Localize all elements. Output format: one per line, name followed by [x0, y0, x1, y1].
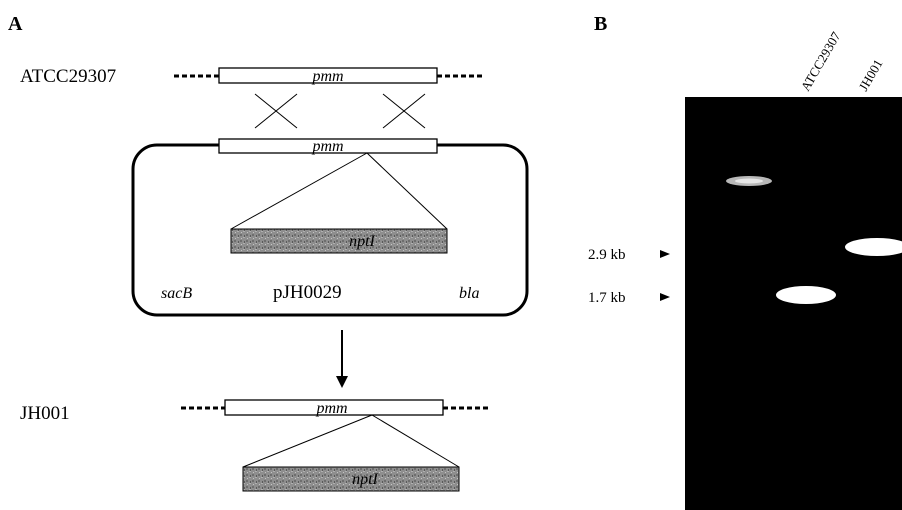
transition-arrow-head — [336, 376, 348, 388]
crossover-left — [254, 93, 298, 129]
size-marker-arrow-1-7kb — [660, 293, 670, 301]
insertion-line-left-bottom — [242, 414, 373, 468]
plasmid-name: pJH0029 — [273, 282, 342, 303]
insertion-line-right-plasmid — [366, 152, 448, 230]
pmm-label-bottom: pmm — [315, 400, 347, 417]
crossover-right — [382, 93, 426, 129]
panel-b-label: B — [594, 13, 607, 35]
lane-label-jh001: JH001 — [856, 57, 886, 94]
strain-label-bottom: JH001 — [20, 403, 70, 424]
insertion-line-right-bottom — [371, 414, 460, 468]
pmm-label-plasmid: pmm — [311, 138, 343, 155]
gel-band-top-core — [735, 178, 763, 184]
strain-label-top: ATCC29307 — [20, 66, 116, 87]
gel-image — [685, 97, 902, 510]
panel-a-label: A — [8, 13, 23, 35]
size-marker-1-7kb: 1.7 kb — [588, 290, 626, 306]
nptI-cassette-plasmid — [230, 228, 448, 254]
gel-band-1-7kb — [776, 286, 836, 304]
pmm-label-top: pmm — [311, 68, 343, 85]
nptI-label-bottom: nptI — [352, 471, 378, 488]
nptI-label-plasmid: nptI — [349, 233, 375, 250]
sacB-label: sacB — [161, 285, 192, 302]
size-marker-arrow-2-9kb — [660, 250, 670, 258]
lane-label-atcc29307: ATCC29307 — [798, 29, 844, 94]
insertion-line-left-plasmid — [230, 152, 368, 230]
gel-band-2-9kb — [845, 238, 902, 256]
bla-label: bla — [459, 285, 479, 302]
nptI-cassette-bottom — [242, 466, 460, 492]
size-marker-2-9kb: 2.9 kb — [588, 247, 626, 263]
pmm-gene-plasmid — [218, 138, 438, 154]
